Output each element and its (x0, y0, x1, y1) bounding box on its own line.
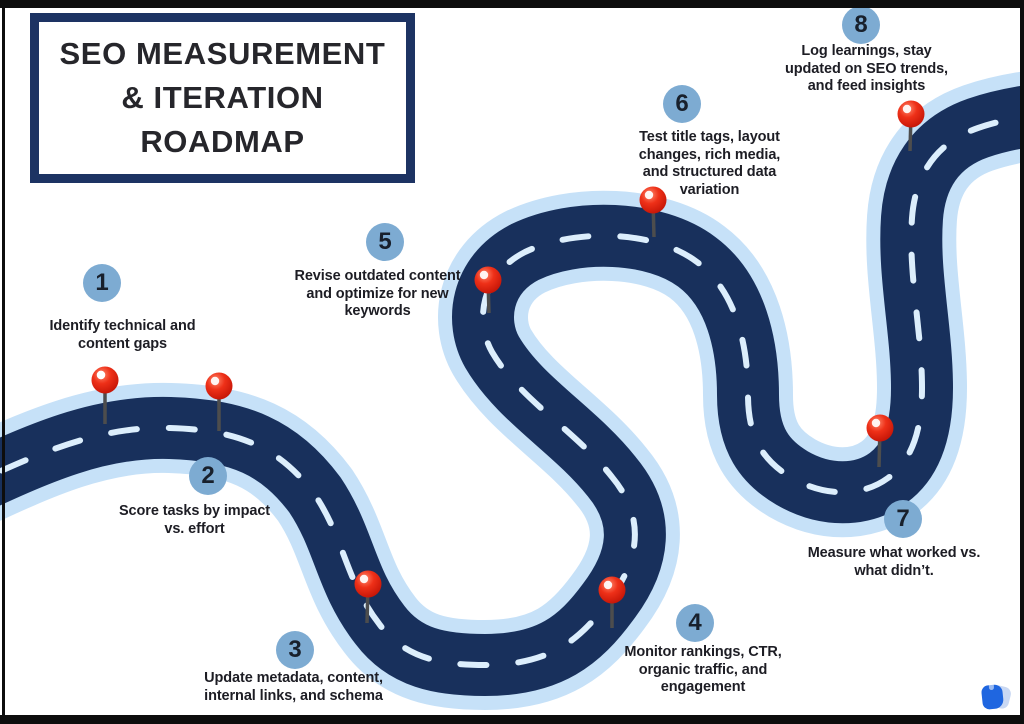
title-box: SEO MEASUREMENT & ITERATION ROADMAP (30, 13, 415, 183)
map-pin-icon (91, 366, 119, 424)
frame-edge (1020, 0, 1024, 724)
step-8-number-badge: 8 (842, 6, 880, 44)
map-pin-icon (866, 414, 894, 468)
map-pin-icon (205, 372, 233, 431)
step-3-caption: Update metadata, content,internal links,… (204, 670, 383, 704)
map-pin-icon (598, 576, 626, 628)
title-line: SEO MEASUREMENT (59, 35, 386, 71)
map-pin-icon (639, 186, 667, 238)
frame-edge (0, 0, 1024, 8)
map-pin-icon (354, 570, 382, 624)
brand-logo-mark (980, 683, 1005, 711)
step-3-number-badge: 3 (276, 631, 314, 669)
title-line: & ITERATION (121, 79, 324, 115)
map-pin-icon (474, 266, 502, 314)
brand-logo (974, 676, 1016, 712)
step-7-number-badge: 7 (884, 500, 922, 538)
frame-edge (0, 715, 1024, 724)
step-6-number-badge: 6 (663, 85, 701, 123)
step-5-number-badge: 5 (366, 223, 404, 261)
title-line: ROADMAP (140, 124, 305, 160)
step-1-number-badge: 1 (83, 264, 121, 302)
map-pin-icon (897, 100, 925, 152)
frame-edge (2, 0, 5, 724)
step-4-number-badge: 4 (676, 604, 714, 642)
step-2-number-badge: 2 (189, 457, 227, 495)
step-7-caption: Measure what worked vs.what didn’t. (807, 545, 981, 579)
step-4-caption: Monitor rankings, CTR,organic traffic, a… (624, 644, 782, 696)
